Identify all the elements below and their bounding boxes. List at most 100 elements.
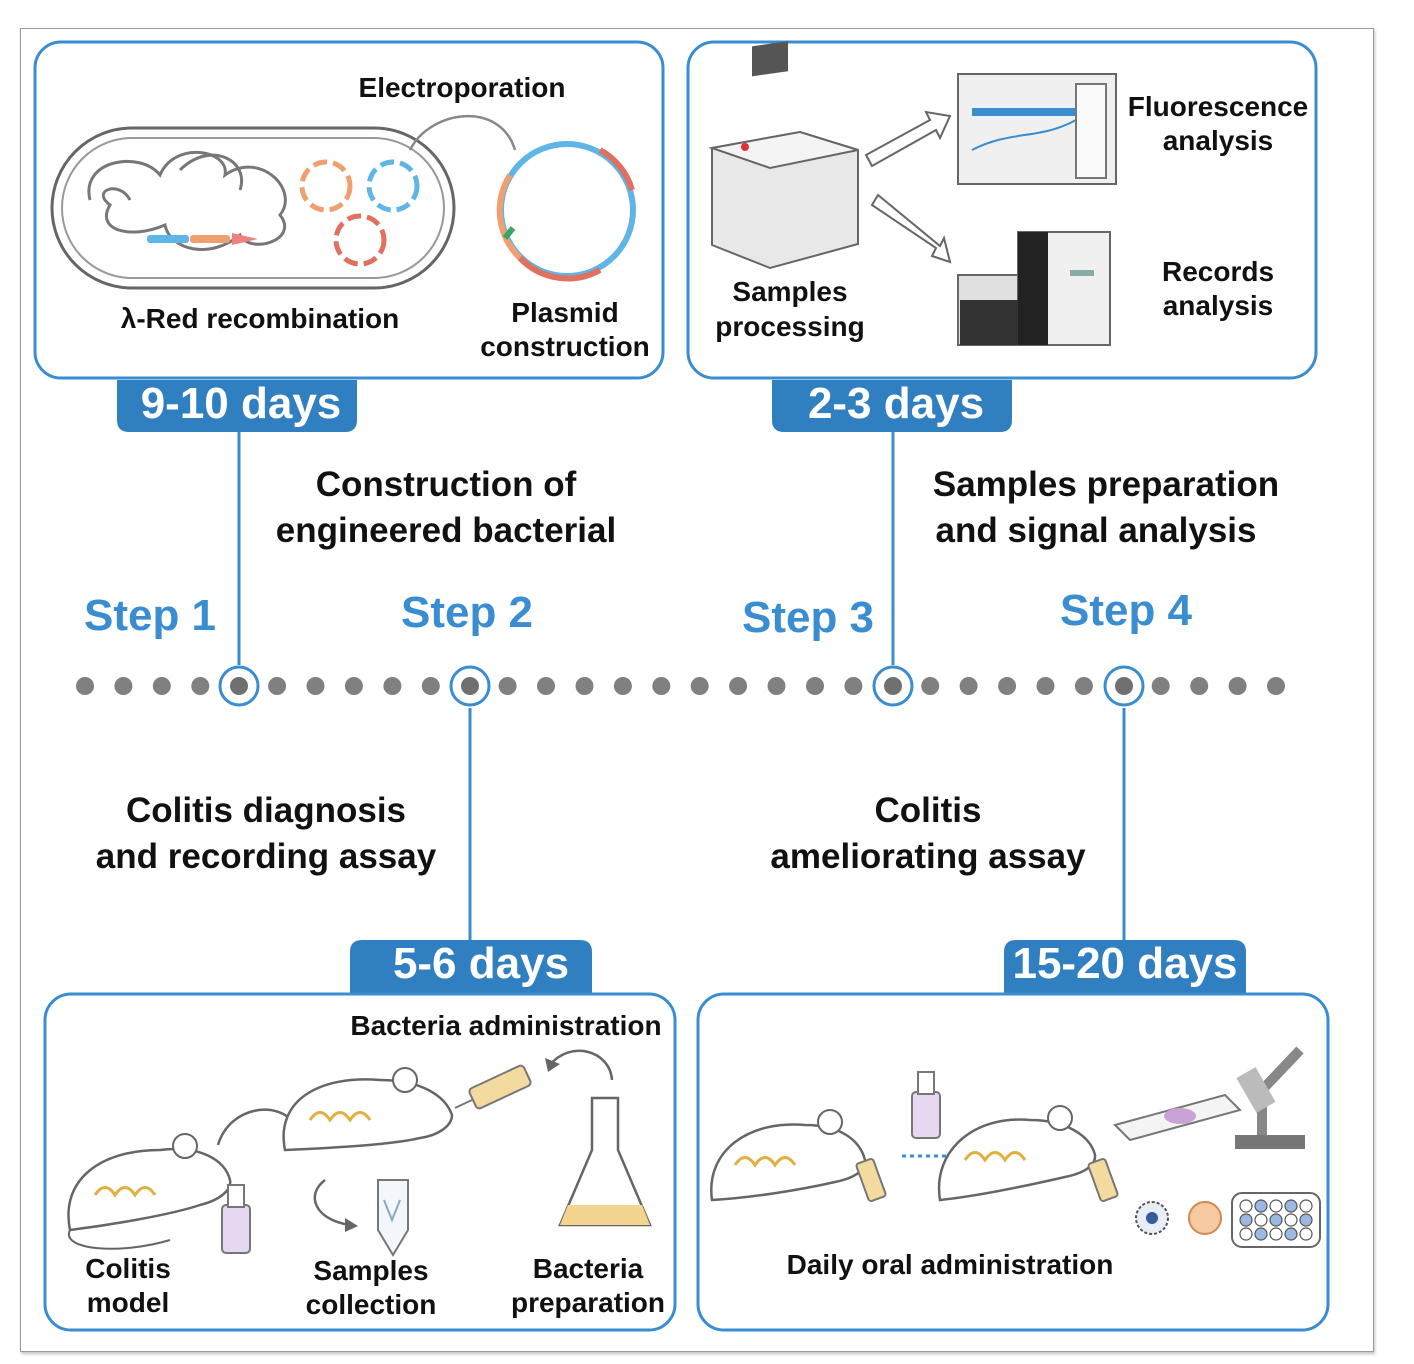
step3-marker [872, 665, 914, 707]
samples-processing-label-1: Samples [732, 276, 847, 307]
syringe-icon [855, 1157, 887, 1203]
duration-step2: 5-6 days [393, 939, 569, 988]
well [1254, 1213, 1268, 1227]
well [1284, 1213, 1298, 1227]
timeline-dot [306, 677, 325, 695]
daily-administration-label: Daily oral administration [787, 1249, 1114, 1280]
plasmid-label-1: Plasmid [511, 297, 618, 328]
well [1239, 1199, 1253, 1213]
timeline-dot [690, 677, 709, 695]
arrow-icon [870, 193, 952, 264]
timeline [76, 677, 1285, 695]
timeline-dot [191, 677, 210, 695]
duration-step3: 2-3 days [808, 379, 984, 428]
well [1254, 1227, 1268, 1241]
well [1299, 1227, 1313, 1241]
timeline-dot [613, 677, 632, 695]
well [1269, 1213, 1283, 1227]
timeline-dot [844, 677, 863, 695]
arrow-icon [864, 110, 952, 168]
step3-description-2: and signal analysis [936, 511, 1257, 550]
well [1239, 1227, 1253, 1241]
well [1269, 1199, 1283, 1213]
records-label-2: analysis [1163, 290, 1274, 321]
fluorescence-label-2: analysis [1163, 125, 1274, 156]
vial-icon [221, 1184, 251, 1254]
microscope-icon [1235, 1046, 1305, 1149]
timeline-dot [1190, 677, 1209, 695]
timeline-dot [652, 677, 671, 695]
timeline-dot [767, 677, 786, 695]
badge-step2: 5-6 days [350, 939, 592, 994]
timeline-dot [421, 677, 440, 695]
timeline-dot [1228, 677, 1247, 695]
timeline-dot [959, 677, 978, 695]
flask-icon [558, 1096, 652, 1227]
step2-description-1: Colitis diagnosis [126, 791, 406, 830]
panel-diagnosis: Bacteria administration [43, 992, 677, 1332]
timeline-dot [498, 677, 517, 695]
bacterium-cell-icon [50, 126, 456, 290]
well [1284, 1227, 1298, 1241]
mouse-icon [67, 1133, 232, 1250]
sample-tube-icon [377, 1179, 409, 1257]
vial-icon [911, 1071, 941, 1139]
timeline-dot [1151, 677, 1170, 695]
well [1254, 1199, 1268, 1213]
bacteria-preparation-label-1: Bacteria [533, 1253, 644, 1284]
samples-collection-label-2: collection [306, 1289, 437, 1320]
cell-icon [1188, 1201, 1222, 1235]
syringe-icon [1087, 1157, 1119, 1203]
electroporation-label: Electroporation [359, 72, 566, 103]
timeline-dot [998, 677, 1017, 695]
timeline-dot [575, 677, 594, 695]
recombination-label: λ-Red recombination [121, 303, 399, 334]
timeline-dot [1074, 677, 1093, 695]
step4-description-2: ameliorating assay [770, 837, 1086, 876]
records-sequencer-icon [957, 231, 1111, 346]
colitis-model-label-1: Colitis [85, 1253, 171, 1284]
bacteria-preparation-label-2: preparation [511, 1287, 665, 1318]
badge-step3: 2-3 days [772, 379, 1012, 432]
samples-processing-label-2: processing [715, 311, 864, 342]
step1-description-2: engineered bacterial [276, 511, 616, 550]
panel-signal-analysis: Fluorescence analysis Records analysis S… [686, 40, 1318, 380]
plasmid-label-2: construction [480, 331, 650, 362]
records-label-1: Records [1162, 256, 1274, 287]
timeline-dot [1036, 677, 1055, 695]
samples-collection-label-1: Samples [313, 1255, 428, 1286]
step4-description-1: Colitis [875, 791, 982, 830]
timeline-dot [76, 677, 94, 695]
fluorescence-label-1: Fluorescence [1128, 91, 1309, 122]
timeline-dot [806, 677, 824, 695]
well [1239, 1213, 1253, 1227]
duration-step4: 15-20 days [1012, 939, 1237, 988]
timeline-dot [921, 677, 940, 695]
step2-label: Step 2 [401, 588, 533, 637]
microscope-slide-icon [1113, 1093, 1242, 1142]
step1-label: Step 1 [84, 591, 216, 640]
timeline-dot [344, 677, 363, 695]
timeline-dot [729, 677, 748, 695]
administration-label: Bacteria administration [350, 1010, 661, 1041]
timeline-dot [114, 677, 133, 695]
plasmid-icon [299, 159, 420, 267]
step1-marker [218, 665, 260, 707]
well [1284, 1199, 1298, 1213]
well [1269, 1227, 1283, 1241]
step4-marker [1103, 665, 1145, 707]
immune-cell-icon [1135, 1201, 1169, 1235]
duration-step1: 9-10 days [141, 379, 342, 428]
timeline-dot [152, 677, 171, 695]
timeline-dot [1267, 677, 1285, 695]
colitis-model-label-2: model [87, 1287, 169, 1318]
step3-description-1: Samples preparation [933, 465, 1279, 504]
syringe-icon [454, 1064, 532, 1110]
large-plasmid-icon [496, 141, 636, 282]
step1-description-1: Construction of [316, 465, 577, 504]
fluorescence-reader-icon [957, 73, 1117, 185]
timeline-dot [537, 677, 555, 695]
well [1299, 1199, 1313, 1213]
timeline-dot [268, 677, 287, 695]
